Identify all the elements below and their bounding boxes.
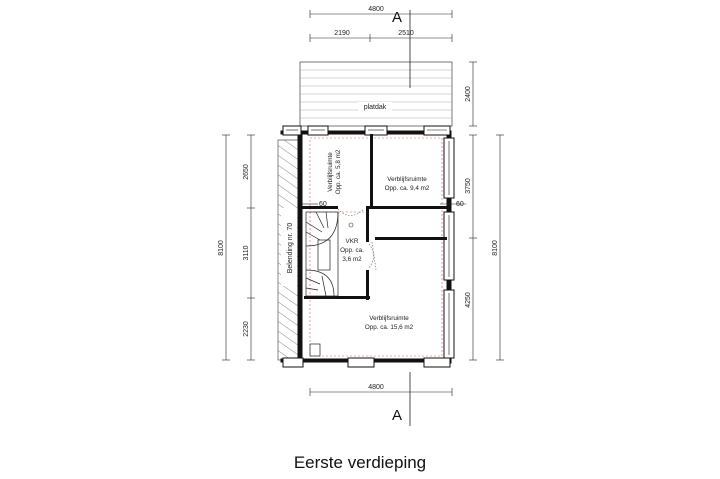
dim-left-lower: 2230 <box>243 321 250 337</box>
room-3-name: VKR <box>346 238 359 245</box>
dim-left-upper: 2650 <box>243 164 250 180</box>
dim-left-total: 8100 <box>218 240 225 256</box>
shaft <box>309 343 321 357</box>
dim-wall-right: 60 <box>456 201 464 208</box>
dim-right-total: 8100 <box>492 240 499 256</box>
dimension-lines <box>222 10 504 396</box>
neighbour-strip: Belending nr. 70 <box>277 139 301 361</box>
room-2-area: Opp. ca. 9,4 m2 <box>385 185 430 192</box>
roof-label: platdak <box>364 104 387 111</box>
room-3-area-line2: 3,6 m2 <box>342 256 362 263</box>
neighbour-label: Belending nr. 70 <box>287 223 294 274</box>
dim-bottom-total: 4800 <box>368 384 384 391</box>
dim-wall-left: 60 <box>319 201 327 208</box>
floor-caption: Eerste verdieping <box>293 453 427 472</box>
dim-right-lower: 4250 <box>465 292 472 308</box>
interior-walls <box>302 134 447 300</box>
room-3-area-line1: Opp. ca. <box>340 247 364 254</box>
dim-left-middle: 3110 <box>243 245 250 260</box>
section-line: A A <box>392 9 411 426</box>
dim-top-right: 2510 <box>398 30 414 37</box>
dim-top-left: 2190 <box>334 30 350 37</box>
staircase <box>305 211 339 297</box>
room-1-area: Opp. ca. 5,8 m2 <box>335 149 342 194</box>
room-1-name: Verblijfsruimte <box>327 152 334 192</box>
room-labels: Verblijfsruimte Opp. ca. 5,8 m2 Verblijf… <box>327 149 430 331</box>
roof-terrace: platdak <box>299 61 453 127</box>
dim-top-total: 4800 <box>368 6 384 13</box>
section-marker-top: A <box>392 9 402 26</box>
room-4-name: Verblijfsruimte <box>369 315 409 322</box>
dim-right-roof: 2400 <box>465 86 472 102</box>
doors <box>337 208 377 271</box>
room-2-name: Verblijfsruimte <box>387 176 427 183</box>
section-marker-bottom: A <box>392 407 402 424</box>
smoke-detector-icon <box>348 222 354 228</box>
dim-right-upper: 3750 <box>465 178 472 194</box>
room-4-area: Opp. ca. 15,6 m2 <box>365 324 414 331</box>
dimension-texts: 4800 2190 2510 4800 2400 3750 4250 8100 … <box>218 6 499 391</box>
